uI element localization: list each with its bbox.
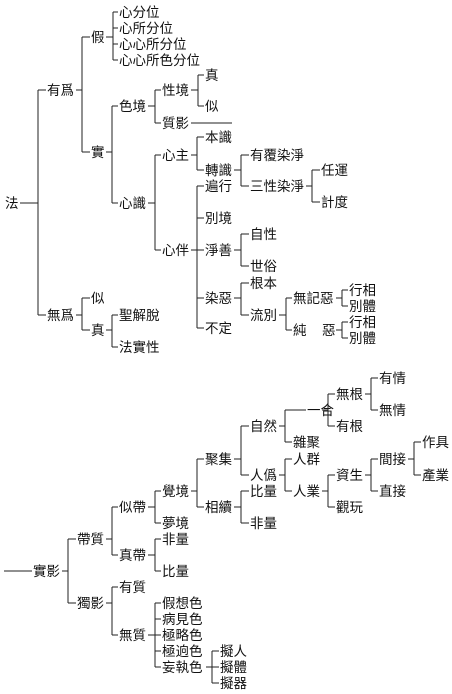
node-zuo-ju: 作具 xyxy=(422,435,449,451)
node-guan-wan: 觀玩 xyxy=(336,500,363,516)
node-chun: 純 xyxy=(293,323,307,339)
node-ben-shi: 本識 xyxy=(205,130,232,146)
node-chan-ye: 產業 xyxy=(422,467,449,484)
node-xing-xiang-b: 行相 xyxy=(349,315,376,331)
node-zi-ran: 自然 xyxy=(250,418,277,435)
node-zi-sheng: 資生 xyxy=(336,468,363,484)
node-shi-su: 世俗 xyxy=(250,259,277,275)
node-jue-jing: 覺境 xyxy=(162,484,189,500)
node-you-gen: 有根 xyxy=(336,419,363,435)
node-fa: 法 xyxy=(5,196,19,212)
node-xing-jing: 性境 xyxy=(162,83,189,99)
node-ji-jiong-se: 極逈色 xyxy=(162,643,203,660)
node-xin-zhu: 心主 xyxy=(162,148,189,164)
node-du-ying: 獨影 xyxy=(77,596,104,612)
node-xiang-xu: 相續 xyxy=(205,500,232,516)
node-ni-ren: 擬人 xyxy=(220,644,247,660)
node-shi-ying: 實影 xyxy=(33,563,60,580)
node-xin-shi: 心識 xyxy=(119,196,146,212)
node-xin-xin-suo-fen-wei: 心心所分位 xyxy=(119,37,187,53)
node-xing-xiang-a: 行相 xyxy=(349,283,376,299)
node-zhuan-shi: 轉識 xyxy=(205,163,232,179)
node-bie-ti-b: 別體 xyxy=(349,331,376,347)
node-zhi-jie: 直接 xyxy=(379,483,406,500)
node-jian-jie: 間接 xyxy=(379,451,406,468)
node-ni-ti: 擬體 xyxy=(220,660,247,676)
node-si-dai: 似帶 xyxy=(119,500,146,516)
node-xin-suo-fen-wei: 心所分位 xyxy=(119,21,173,37)
node-ren-qun: 人群 xyxy=(293,452,320,468)
node-fei-liang-a: 非量 xyxy=(250,516,277,532)
node-yi-he: 一合 xyxy=(307,403,334,419)
node-ji-lue-se: 極略色 xyxy=(162,627,203,644)
node-si-b: 似 xyxy=(91,291,105,307)
node-e: 惡 xyxy=(322,323,336,339)
tree-shi-ying: 實影 帶質 似帶 覺境 聚集 自然 一合 雜 xyxy=(4,371,449,692)
node-sheng-jie-tuo: 聖解脫 xyxy=(119,308,160,324)
node-fa-shi-xing: 法實性 xyxy=(119,339,160,356)
node-za-ju: 雜聚 xyxy=(293,435,320,451)
node-ji-du: 計度 xyxy=(321,195,348,211)
node-ju-ji: 聚集 xyxy=(205,452,232,468)
node-zhen-dai: 真帶 xyxy=(119,548,146,564)
node-san-xing-ran-jing: 三性染淨 xyxy=(250,179,304,195)
node-si-a: 似 xyxy=(205,99,219,115)
node-meng-jing: 夢境 xyxy=(162,516,189,532)
node-bian-xing: 遍行 xyxy=(205,179,232,195)
node-zhen-a: 真 xyxy=(205,68,219,84)
node-xin-fen-wei: 心分位 xyxy=(119,5,160,21)
node-bi-liang-a: 比量 xyxy=(250,484,277,500)
node-ren-wei: 人僞 xyxy=(250,468,277,484)
node-fei-liang-b: 非量 xyxy=(162,532,189,548)
node-you-fu-ran-jing: 有覆染淨 xyxy=(250,148,304,164)
node-wu-qing: 無情 xyxy=(379,403,406,419)
node-liu-bie: 流別 xyxy=(250,308,277,324)
node-jia-xiang-se: 假想色 xyxy=(162,595,203,612)
node-bi-liang-b: 比量 xyxy=(162,564,189,580)
node-zi-xing: 自性 xyxy=(250,227,277,243)
node-you-wei: 有爲 xyxy=(47,83,74,99)
node-bu-ding: 不定 xyxy=(205,321,232,337)
node-ren-yun: 任運 xyxy=(321,163,348,179)
node-bie-ti-a: 別體 xyxy=(349,299,376,315)
node-gen-ben: 根本 xyxy=(250,276,277,292)
node-zhen-b: 真 xyxy=(91,323,105,339)
node-xin-ban: 心伴 xyxy=(162,243,189,259)
tree-dharma: 法 有爲 假 心分位 心所分位 心心所分位 心心所色分位 實 色境 xyxy=(5,5,376,356)
node-wu-gen: 無根 xyxy=(336,387,363,403)
node-ni-qi: 擬器 xyxy=(220,676,247,692)
node-jing-shan: 淨善 xyxy=(205,243,232,259)
node-se-jing: 色境 xyxy=(119,98,146,115)
node-you-zhi: 有質 xyxy=(119,580,146,596)
node-wu-zhi: 無質 xyxy=(119,628,146,644)
node-wu-ji-e: 無記惡 xyxy=(293,290,334,307)
node-wang-zhi-se: 妄執色 xyxy=(162,659,203,676)
node-xin-xin-suo-se-fen-wei: 心心所色分位 xyxy=(119,52,200,69)
node-jia: 假 xyxy=(91,30,105,46)
node-you-qing: 有情 xyxy=(379,371,406,387)
node-bie-jing: 別境 xyxy=(205,211,232,227)
node-zhi-ying: 質影 xyxy=(162,116,189,132)
node-ren-ye: 人業 xyxy=(293,484,320,500)
node-dai-zhi: 帶質 xyxy=(77,532,104,548)
node-ran-e: 染惡 xyxy=(205,291,232,307)
node-wu-wei: 無爲 xyxy=(47,308,74,324)
node-shi: 實 xyxy=(91,144,105,161)
node-bing-jian-se: 病見色 xyxy=(162,611,203,628)
